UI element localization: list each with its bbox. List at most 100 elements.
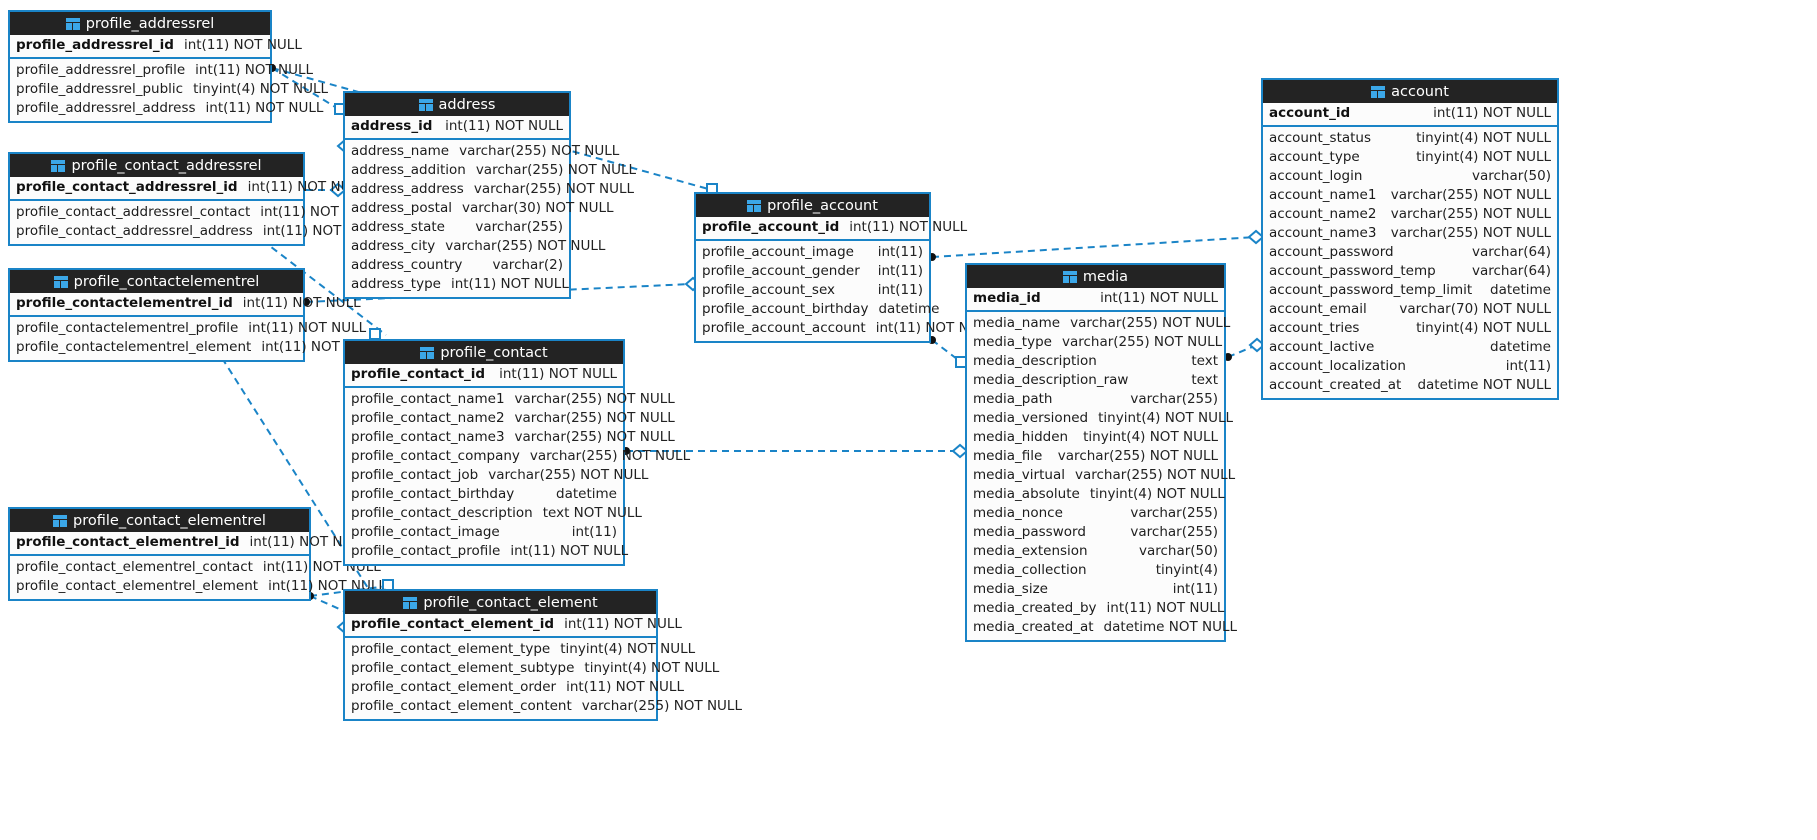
- entity-header-profile_contact[interactable]: profile_contact: [345, 341, 623, 364]
- column-name: profile_contact_birthday: [351, 486, 515, 502]
- entity-header-profile_addressrel[interactable]: profile_addressrel: [10, 12, 270, 35]
- column-name: profile_contact_element_content: [351, 698, 572, 714]
- column-type: tinyint(4) NOT NULL: [1416, 149, 1551, 165]
- entity-header-account[interactable]: account: [1263, 80, 1557, 103]
- entity-header-profile_account[interactable]: profile_account: [696, 194, 929, 217]
- entity-header-profile_contactelementrel[interactable]: profile_contactelementrel: [10, 270, 303, 293]
- entity-header-media[interactable]: media: [967, 265, 1224, 288]
- entity-header-profile_contact_elementrel[interactable]: profile_contact_elementrel: [10, 509, 309, 532]
- entity-header-profile_contact_element[interactable]: profile_contact_element: [345, 591, 656, 614]
- entity-header-profile_contact_addressrel[interactable]: profile_contact_addressrel: [10, 154, 303, 177]
- entity-header-address[interactable]: address: [345, 93, 569, 116]
- column-name: profile_contact_profile: [351, 543, 501, 559]
